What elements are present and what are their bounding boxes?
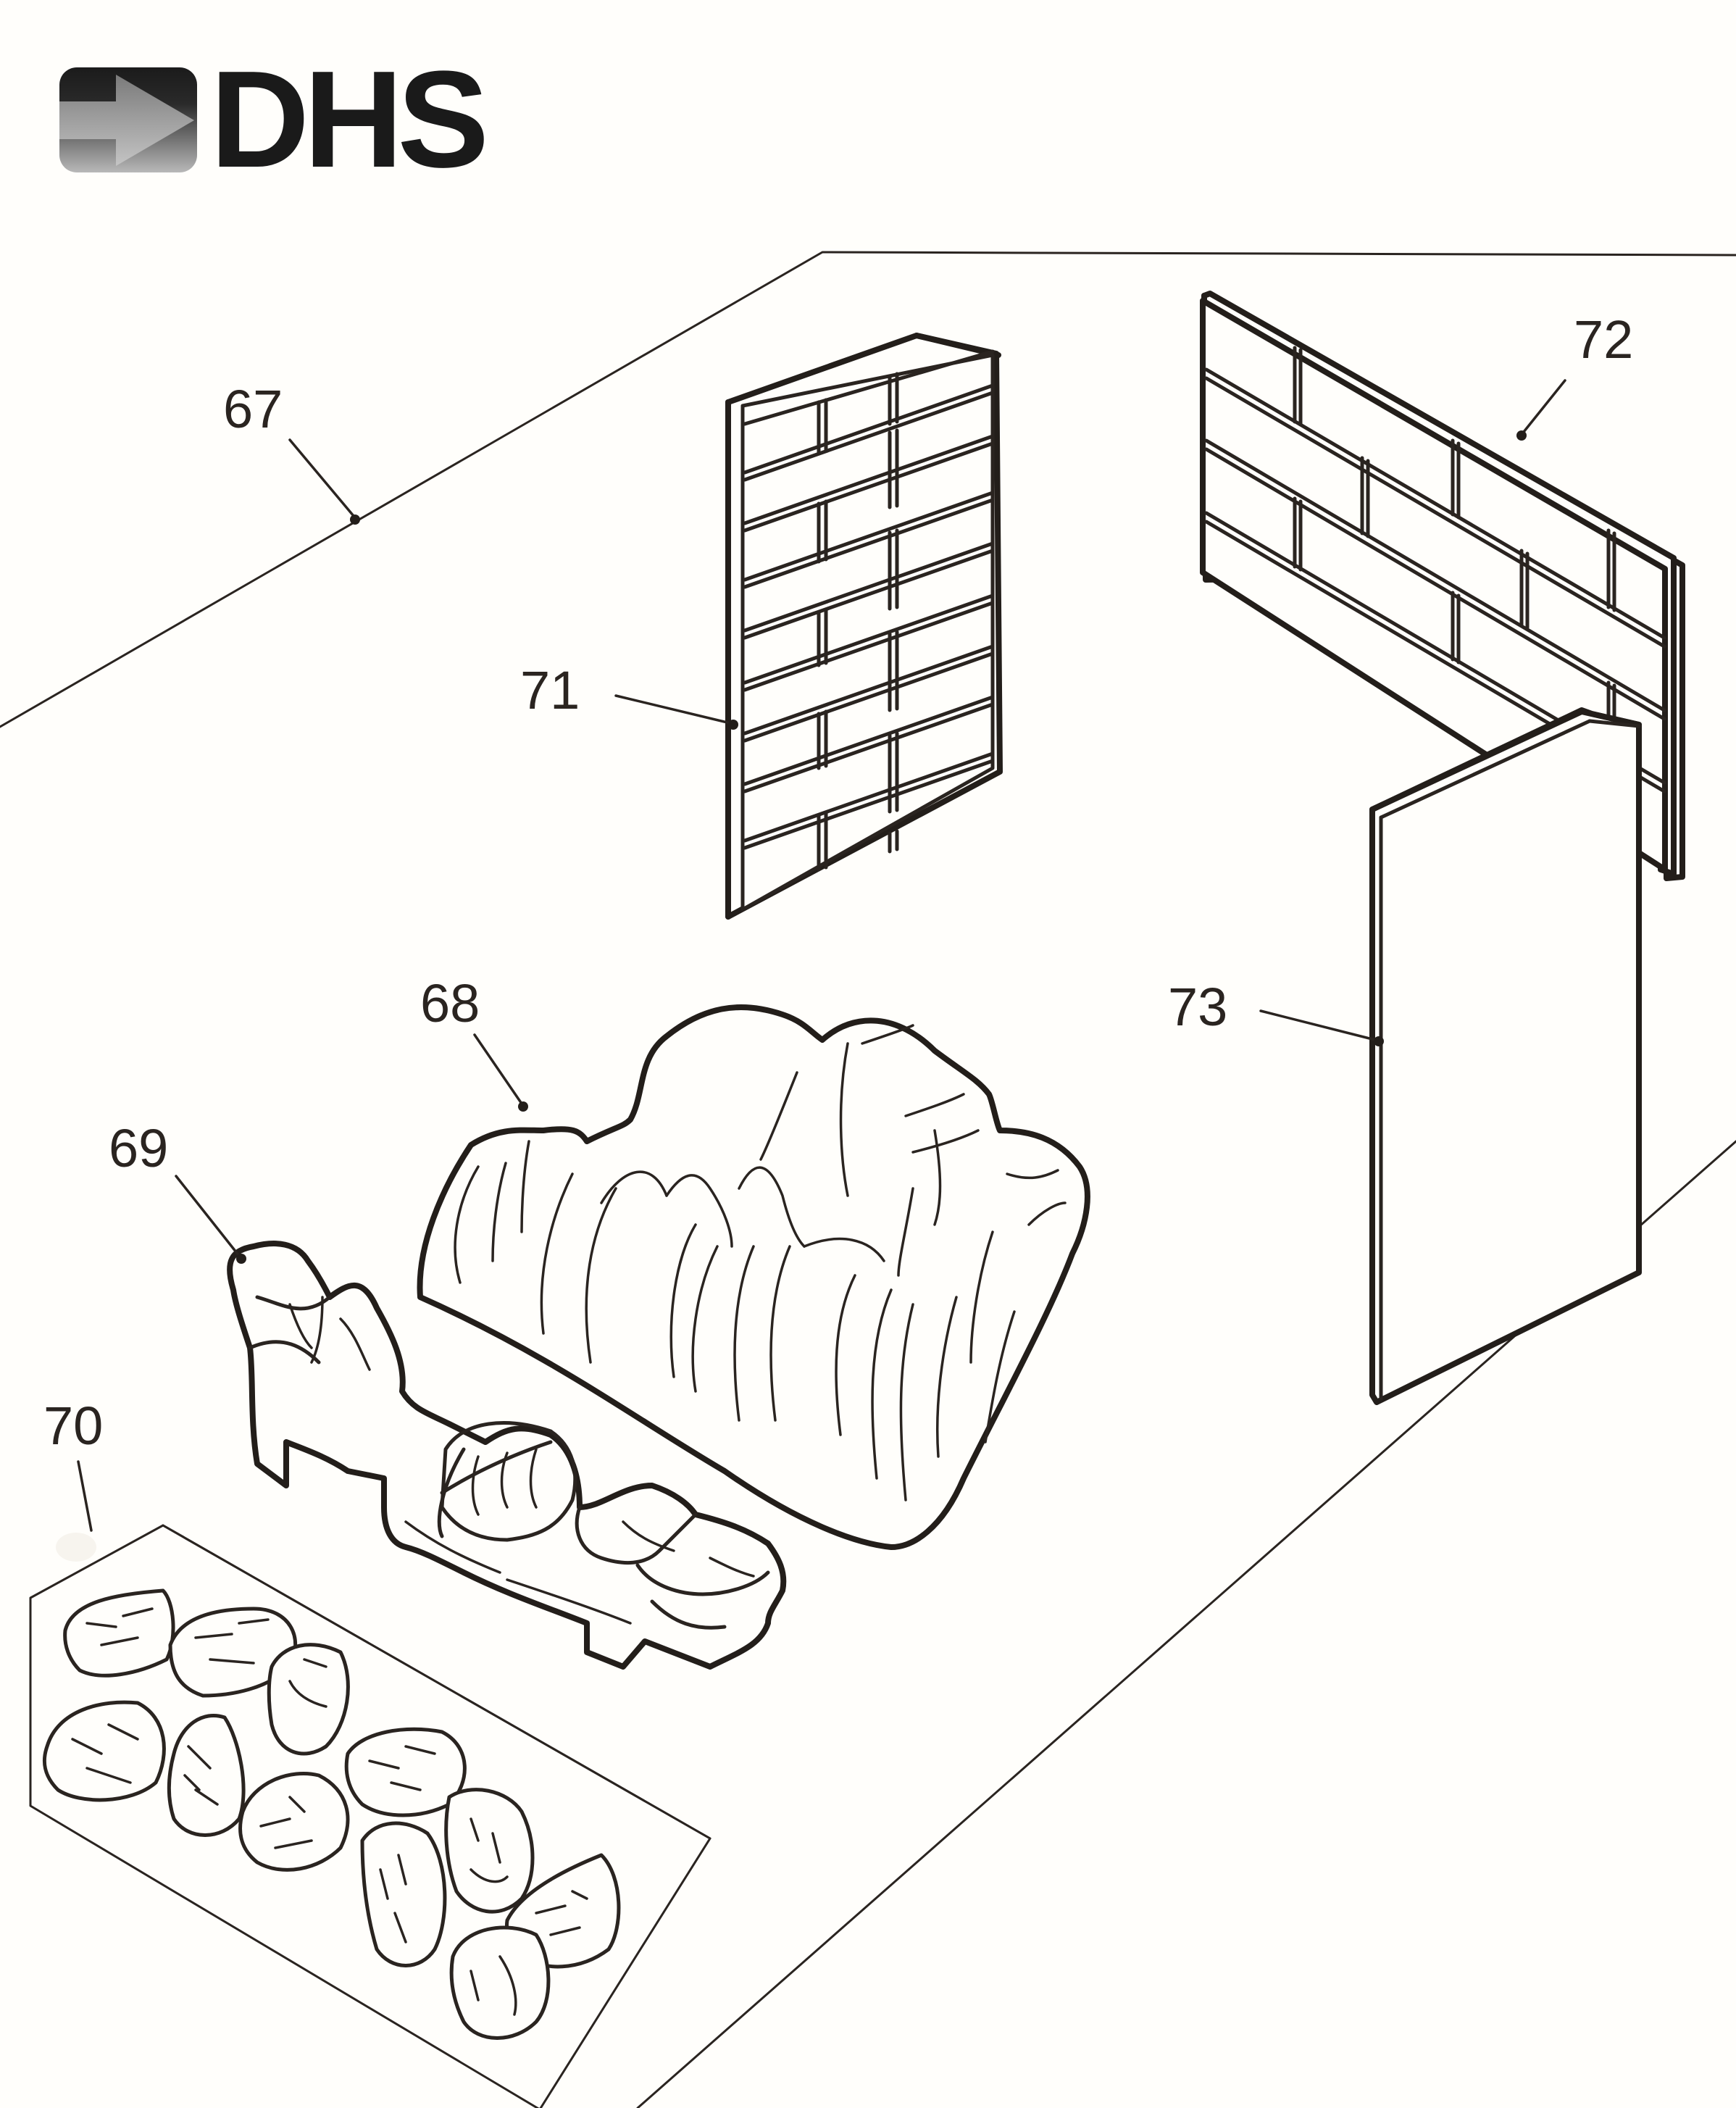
callout-69-leader [175, 1175, 241, 1257]
log-set: 68 [417, 973, 1090, 1550]
callout-67-leader [288, 438, 355, 517]
callout-68-dot [518, 1101, 528, 1112]
right-plain-panel: 73 [1168, 707, 1642, 1405]
callout-73-dot [1374, 1036, 1384, 1046]
callout-68-leader [473, 1033, 523, 1105]
arrow-right-icon [59, 67, 197, 172]
callout-72-leader [1522, 379, 1566, 433]
callout-71-label: 71 [520, 660, 580, 720]
callout-70-leader [77, 1460, 93, 1532]
dhs-logo: DHS [59, 43, 490, 196]
callout-69-label: 69 [109, 1118, 168, 1178]
callout-68-label: 68 [420, 973, 480, 1033]
pebble-tray: 70 [29, 1396, 711, 2108]
callout-73-leader [1259, 1009, 1377, 1041]
callout-67-dot [350, 514, 360, 525]
callout-71-leader [614, 694, 732, 725]
callout-72-dot [1516, 430, 1527, 441]
callout-71-dot [728, 720, 738, 730]
callout-70-label: 70 [43, 1396, 103, 1456]
callout-67-label: 67 [223, 379, 283, 439]
callout-73-label: 73 [1168, 977, 1227, 1037]
callout-70-marker [56, 1533, 96, 1562]
brand-name: DHS [210, 43, 484, 196]
callout-72-label: 72 [1574, 309, 1633, 370]
front-log-grate: 69 [109, 1118, 787, 1670]
callout-67: 67 [223, 379, 360, 525]
left-brick-panel: 71 [520, 333, 1003, 920]
callout-69-dot [236, 1254, 246, 1264]
